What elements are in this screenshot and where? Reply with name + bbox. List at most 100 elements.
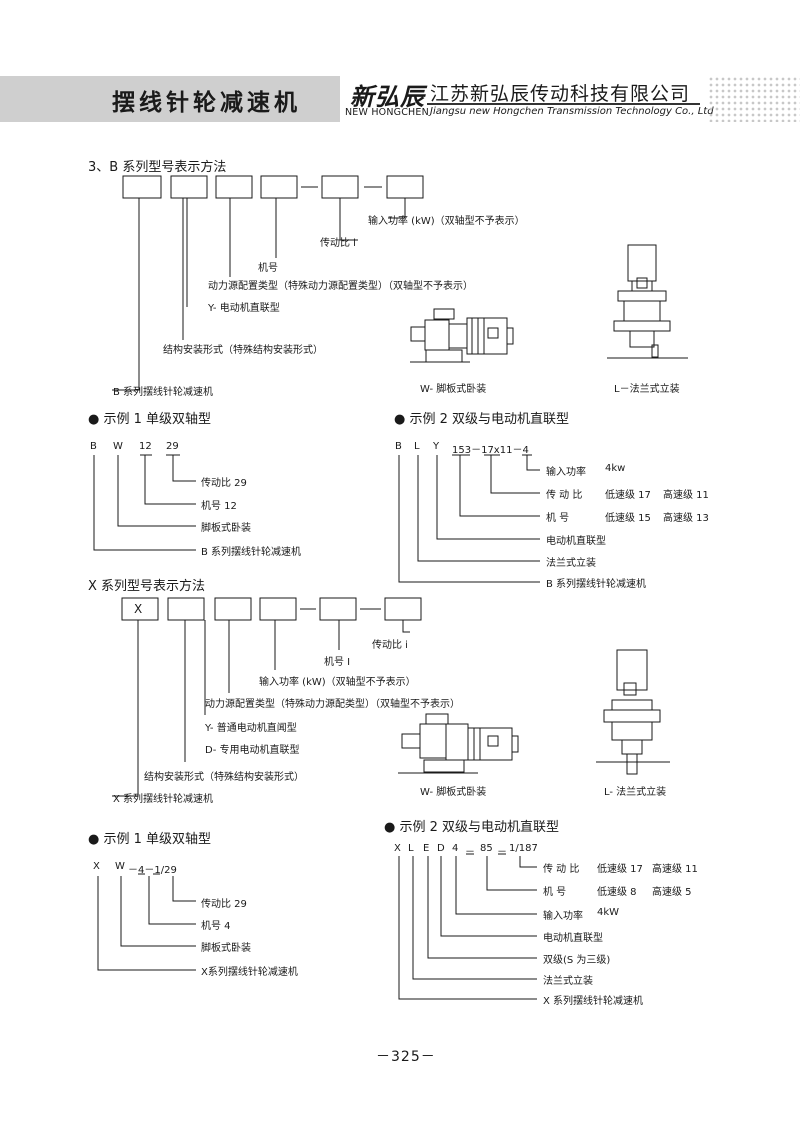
x-ex2-label-frame: 机 号 [543, 887, 567, 898]
x-ex2-code-2: E [423, 843, 430, 854]
header-dot-pattern [708, 76, 800, 122]
b-fig-w-caption: W- 脚板式卧装 [420, 384, 487, 395]
x-example1-title: ● 示例 1 单级双轴型 [88, 832, 212, 847]
brand-logo-english: NEW HONGCHEN [345, 107, 429, 118]
x-ex2-code-8: 1/187 [509, 843, 538, 854]
page-number: －325－ [376, 1049, 436, 1065]
header-band [0, 76, 340, 122]
x-ex2-frame-low: 低速级 8 [597, 887, 637, 898]
x-section-heading: X 系列型号表示方法 [88, 579, 206, 594]
b-code-box-6 [386, 175, 424, 199]
brand-logo-chinese: 新弘辰 [350, 82, 425, 111]
b-ex2-code-0: B [395, 441, 402, 452]
x-ex2-code-4: 4 [452, 843, 459, 854]
x-ex1-label-frame: 机号 4 [201, 921, 231, 932]
b-ex2-frame-low: 低速级 15 [605, 513, 651, 524]
b-fig-l-drawing [607, 244, 688, 359]
x-code-box-3 [214, 597, 252, 621]
x-ex1-code-0: X [93, 861, 100, 872]
x-code-box-1-letter: X [134, 602, 143, 616]
x-ex2-label-two-stage: 双级(S 为三级) [543, 955, 611, 966]
x-code-box-5 [319, 597, 357, 621]
x-fig-l-caption: L- 法兰式立装 [604, 787, 667, 798]
b-ex1-code-1: W [113, 441, 123, 452]
x-ex1-code-1: W [115, 861, 125, 872]
b-label-y-motor: Y- 电动机直联型 [208, 303, 280, 314]
x-label-mount: 结构安装形式（特殊结构安装形式） [144, 772, 304, 783]
b-label-frame: 机号 [258, 263, 278, 274]
x-ex1-label-series: X系列摆线针轮减速机 [201, 967, 298, 978]
b-ex1-label-ratio: 传动比 29 [201, 478, 247, 489]
b-ex2-label-flange: 法兰式立装 [546, 558, 596, 569]
x-example2-title: ● 示例 2 双级与电动机直联型 [384, 820, 560, 835]
x-label-frame: 机号 I [324, 657, 351, 668]
b-ex1-code-3: 29 [166, 441, 179, 452]
b-ex1-label-series: B 系列摆线针轮减速机 [201, 547, 302, 558]
x-ex2-code-3: D [437, 843, 445, 854]
x-label-drive: 动力源配置类型（特殊动力源配类型）（双轴型不予表示） [205, 699, 460, 710]
x-ex2-code-6: 85 [480, 843, 493, 854]
company-name-chinese: 江苏新弘辰传动科技有限公司 [430, 83, 691, 105]
x-ex2-label-flange: 法兰式立装 [543, 976, 593, 987]
x-ex2-code-0: X [394, 843, 401, 854]
b-ex2-label-frame: 机 号 [546, 513, 570, 524]
b-code-box-3 [215, 175, 253, 199]
x-label-d-motor: D- 专用电动机直联型 [205, 745, 300, 756]
x-ex1-label-mount: 脚板式卧装 [201, 943, 251, 954]
b-ex2-ratio-low: 低速级 17 [605, 490, 651, 501]
b-ex2-code-2: Y [433, 441, 440, 452]
b-label-series: B 系列摆线针轮减速机 [113, 387, 214, 398]
x-ex2-ratio-low: 低速级 17 [597, 864, 643, 875]
b-code-box-2 [170, 175, 208, 199]
x-fig-w-drawing [398, 713, 519, 774]
b-ex2-ratio-high: 高速级 11 [663, 490, 709, 501]
x-ex2-code-7: － [497, 847, 507, 858]
x-ex2-code-5: － [465, 847, 475, 858]
b-ex2-code-3: 153－17x11－4 [452, 445, 529, 456]
x-ex1-code-2: －4－1/29 [128, 865, 177, 876]
b-ex2-label-ratio: 传 动 比 [546, 490, 583, 501]
b-label-ratio: 传动比 i [320, 238, 356, 249]
x-code-box-2 [167, 597, 205, 621]
x-ex2-label-series: X 系列摆线针轮减速机 [543, 996, 644, 1007]
company-underline [427, 103, 700, 105]
b-ex1-code-0: B [90, 441, 97, 452]
x-code-box-1 [121, 597, 159, 621]
x-ex2-ratio-high: 高速级 11 [652, 864, 698, 875]
x-fig-w-caption: W- 脚板式卧装 [420, 787, 487, 798]
b-section-heading: 3、B 系列型号表示方法 [88, 160, 227, 175]
b-ex2-power-value: 4kw [605, 463, 626, 474]
company-name-english: Jiangsu new Hongchen Transmission Techno… [430, 106, 714, 117]
x-label-series: X 系列摆线针轮减速机 [113, 794, 214, 805]
b-ex1-label-mount: 脚板式卧装 [201, 523, 251, 534]
x-ex2-code-1: L [408, 843, 414, 854]
b-ex1-code-2: 12 [139, 441, 152, 452]
x-ex2-power-value: 4kW [597, 907, 620, 918]
b-ex2-label-series: B 系列摆线针轮减速机 [546, 579, 647, 590]
b-ex2-label-motor: 电动机直联型 [546, 536, 606, 547]
b-label-mount: 结构安装形式（特殊结构安装形式） [163, 345, 323, 356]
b-label-drive: 动力源配置类型（特殊动力源配置类型）（双轴型不予表示） [208, 281, 473, 292]
b-label-power: 输入功率 (kW)（双轴型不予表示） [368, 216, 525, 227]
x-ex2-label-ratio: 传 动 比 [543, 864, 580, 875]
x-code-box-4 [259, 597, 297, 621]
x-fig-l-drawing [596, 649, 670, 775]
b-code-box-4 [260, 175, 298, 199]
b-ex2-code-1: L [414, 441, 420, 452]
x-ex2-label-power: 输入功率 [543, 911, 583, 922]
x-label-y-motor: Y- 普通电动机直闻型 [205, 723, 297, 734]
b-example1-title: ● 示例 1 单级双轴型 [88, 412, 212, 427]
x-ex1-label-ratio: 传动比 29 [201, 899, 247, 910]
b-fig-w-drawing [410, 308, 514, 363]
x-code-box-6 [384, 597, 422, 621]
x-label-ratio: 传动比 i [372, 640, 408, 651]
b-ex1-label-frame: 机号 12 [201, 501, 237, 512]
b-ex2-frame-high: 高速级 13 [663, 513, 709, 524]
x-label-power: 输入功率 (kW)（双轴型不予表示） [259, 677, 416, 688]
page-title: 摆线针轮减速机 [112, 90, 301, 116]
x-ex2-label-motor: 电动机直联型 [543, 933, 603, 944]
b-fig-l-caption: L－法兰式立装 [614, 384, 680, 395]
b-code-box-5 [321, 175, 359, 199]
x-ex2-frame-high: 高速级 5 [652, 887, 692, 898]
